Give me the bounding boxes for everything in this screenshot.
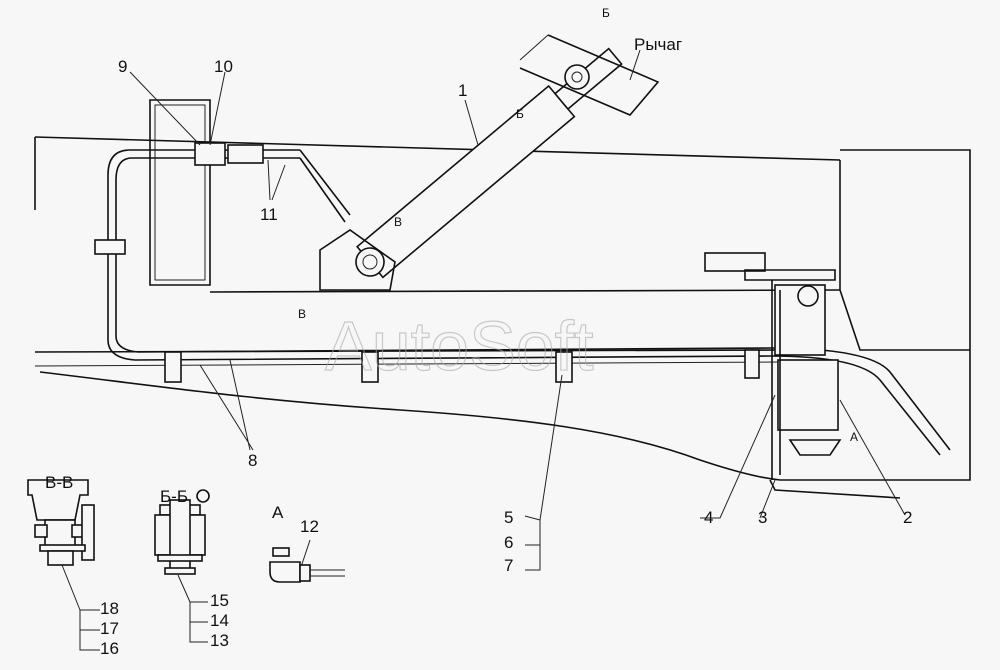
callout-2: 2 <box>903 508 912 527</box>
section-bb-drawing <box>154 499 206 575</box>
hydraulic-pipes <box>94 142 951 456</box>
callout-7: 7 <box>504 556 513 575</box>
rotation-icon <box>196 489 210 503</box>
view-mark-a: A <box>850 430 858 444</box>
callout-14: 14 <box>210 611 229 630</box>
callout-18: 18 <box>100 599 119 618</box>
lever-label: Рычаг <box>634 35 682 54</box>
callout-9: 9 <box>118 57 127 76</box>
section-vv-drawing <box>27 479 95 566</box>
callout-17: 17 <box>100 619 119 638</box>
callout-12: 12 <box>300 517 319 536</box>
callout-10: 10 <box>214 57 233 76</box>
callout-3: 3 <box>758 508 767 527</box>
section-bb-title: Б-Б <box>160 487 188 506</box>
valve-unit <box>704 252 842 480</box>
section-mark-b-lower: Б <box>516 107 524 121</box>
lever <box>519 34 660 116</box>
view-a-drawing <box>269 547 345 583</box>
bracket-plate <box>149 99 211 286</box>
watermark: AutoSoft <box>325 307 594 385</box>
section-vv-title: В-В <box>45 473 73 492</box>
section-mark-v-upper: В <box>394 215 402 229</box>
callout-4: 4 <box>704 508 713 527</box>
callout-13: 13 <box>210 631 229 650</box>
callout-15: 15 <box>210 591 229 610</box>
callout-16: 16 <box>100 639 119 658</box>
section-mark-v-lower: В <box>298 307 306 321</box>
pipe-clamps <box>164 349 760 383</box>
callout-5: 5 <box>504 508 513 527</box>
callout-6: 6 <box>504 533 513 552</box>
callout-8: 8 <box>248 451 257 470</box>
leader-lines <box>59 49 906 651</box>
cylinder-mount <box>319 229 396 291</box>
section-mark-b-top: Б <box>602 6 610 20</box>
callout-1: 1 <box>458 81 467 100</box>
view-a-title: A <box>272 503 284 522</box>
callout-11: 11 <box>260 205 278 224</box>
